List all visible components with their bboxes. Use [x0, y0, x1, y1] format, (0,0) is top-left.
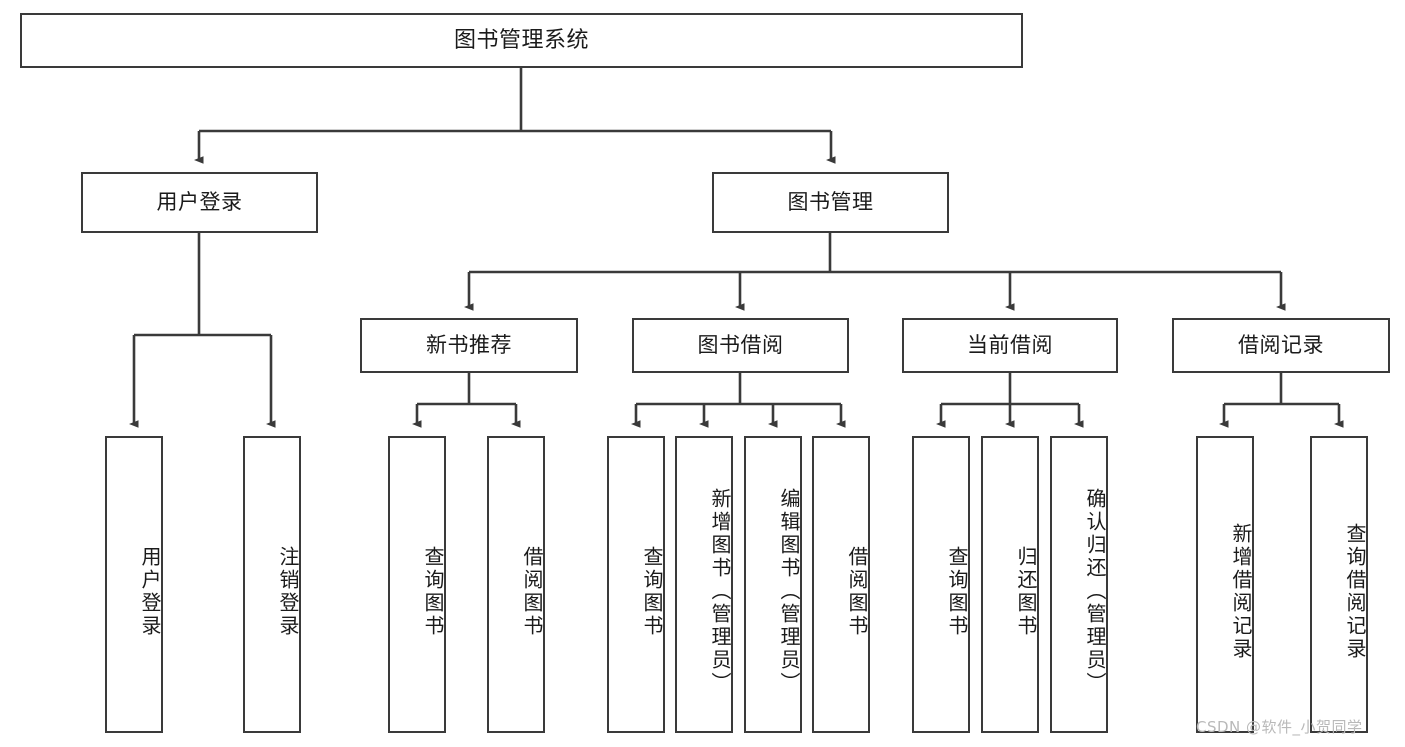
node-label: 用户登录	[138, 545, 162, 638]
leaf-query-borrow-record[interactable]: 查询借阅记录	[1310, 436, 1368, 733]
node-label: 查询图书	[945, 545, 969, 638]
csdn-watermark: CSDN @软件_小贺同学	[1196, 718, 1363, 736]
leaf-query-book-current[interactable]: 查询图书	[912, 436, 970, 733]
leaf-query-book-recommend[interactable]: 查询图书	[388, 436, 446, 733]
node-label: 用户登录	[156, 190, 243, 215]
leaf-borrow-book-recommend[interactable]: 借阅图书	[487, 436, 545, 733]
node-current-borrow[interactable]: 当前借阅	[902, 318, 1118, 373]
node-label: 借阅记录	[1238, 333, 1324, 358]
node-user-login[interactable]: 用户登录	[81, 172, 318, 233]
node-label: 借阅图书	[520, 545, 544, 638]
node-label: 新增图书（管理员）	[708, 488, 732, 695]
leaf-return-book[interactable]: 归还图书	[981, 436, 1039, 733]
node-label: 编辑图书（管理员）	[777, 488, 801, 695]
leaf-add-borrow-record[interactable]: 新增借阅记录	[1196, 436, 1254, 733]
node-label: 确认归还（管理员）	[1083, 488, 1107, 695]
node-label: 图书管理系统	[453, 27, 589, 53]
node-label: 借阅图书	[845, 545, 869, 638]
leaf-add-book[interactable]: 新增图书（管理员）	[675, 436, 733, 733]
node-label: 当前借阅	[967, 333, 1053, 358]
node-root-system[interactable]: 图书管理系统	[20, 13, 1023, 68]
node-label: 查询图书	[421, 545, 445, 638]
node-label: 归还图书	[1014, 545, 1038, 638]
node-label: 图书管理	[787, 190, 874, 215]
node-label: 注销登录	[276, 545, 300, 638]
leaf-logout[interactable]: 注销登录	[243, 436, 301, 733]
leaf-confirm-return[interactable]: 确认归还（管理员）	[1050, 436, 1108, 733]
node-book-borrow[interactable]: 图书借阅	[632, 318, 849, 373]
leaf-borrow-book[interactable]: 借阅图书	[812, 436, 870, 733]
leaf-query-book-borrow[interactable]: 查询图书	[607, 436, 665, 733]
node-label: 图书借阅	[697, 333, 784, 358]
leaf-edit-book[interactable]: 编辑图书（管理员）	[744, 436, 802, 733]
node-borrow-record[interactable]: 借阅记录	[1172, 318, 1390, 373]
node-book-manage[interactable]: 图书管理	[712, 172, 949, 233]
node-new-book-recommend[interactable]: 新书推荐	[360, 318, 578, 373]
leaf-user-login[interactable]: 用户登录	[105, 436, 163, 733]
node-label: 新书推荐	[426, 333, 512, 358]
node-label: 查询图书	[640, 545, 664, 638]
node-label: 查询借阅记录	[1343, 522, 1367, 661]
node-label: 新增借阅记录	[1229, 522, 1253, 661]
